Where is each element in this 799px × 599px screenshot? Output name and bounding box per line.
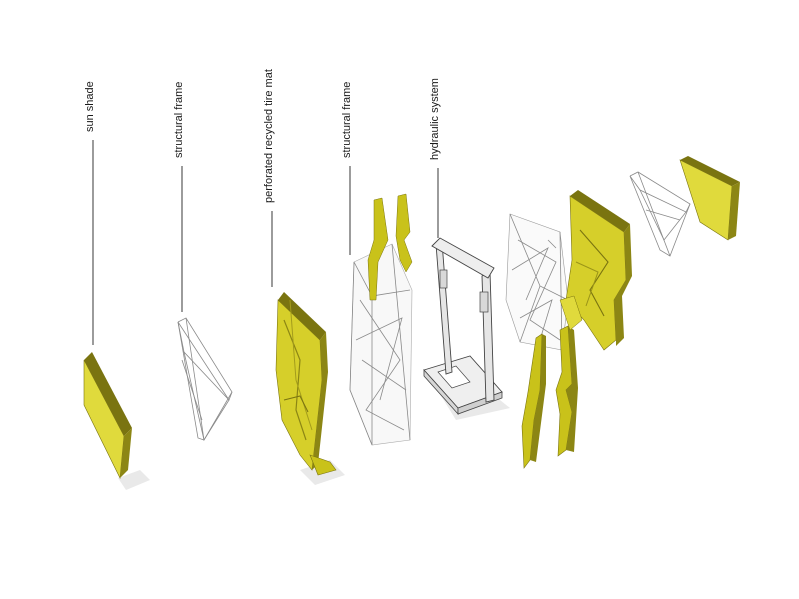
label-tire-mat: perforated recycled tire mat (263, 69, 275, 287)
structural-frame-3-wire (505, 213, 569, 351)
structural-frame-4-wire (629, 171, 691, 257)
panel-top-edge (84, 352, 132, 436)
sun-shade-panel (83, 352, 150, 490)
hydraulic-system-frame (423, 237, 510, 420)
label-structural-frame-2: structural frame (341, 82, 353, 255)
label-tire-mat-text: perforated recycled tire mat (263, 69, 275, 203)
structural-frame-2-wire (349, 193, 413, 446)
label-sun-shade-text: sun shade (84, 81, 96, 132)
label-structural-frame-1-text: structural frame (173, 82, 185, 158)
label-hydraulic-system-text: hydraulic system (429, 78, 441, 160)
label-hydraulic-system: hydraulic system (429, 78, 441, 238)
panel-side-edge (120, 428, 132, 478)
structural-frame-1-wire (177, 317, 233, 442)
label-structural-frame-1: structural frame (173, 82, 185, 312)
sun-shade-panel-right (679, 156, 740, 241)
tire-mat-strips-lower (521, 325, 578, 469)
label-sun-shade: sun shade (84, 81, 96, 345)
tire-mat-panel (275, 292, 345, 485)
sun-shade-folded-panel (559, 190, 632, 351)
label-structural-frame-2-text: structural frame (341, 82, 353, 158)
